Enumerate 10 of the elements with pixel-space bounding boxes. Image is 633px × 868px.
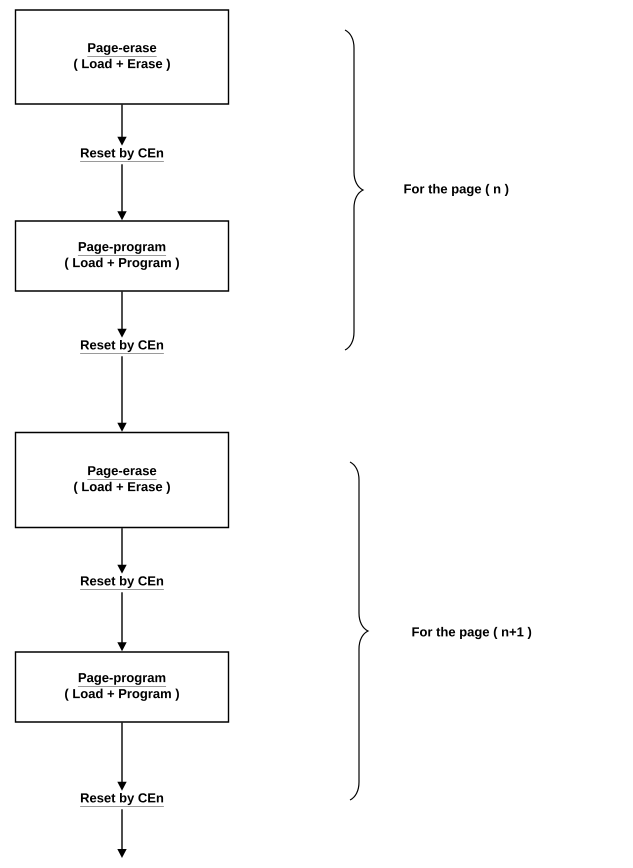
brace-label: For the page ( n+1 )	[412, 626, 532, 640]
brace-label: For the page ( n )	[404, 184, 508, 196]
step-text: Reset by CEn	[80, 576, 164, 590]
process-box: Page-program ( Load + Program )	[14, 651, 230, 723]
step-text: Reset by CEn	[80, 148, 164, 162]
process-box: Page-program ( Load + Program )	[14, 220, 230, 292]
process-box: Page-erase ( Load + Erase )	[14, 9, 230, 105]
step-text: Reset by CEn	[80, 792, 164, 807]
step-text: Reset by CEn	[80, 340, 164, 354]
process-box: Page-erase ( Load + Erase )	[14, 432, 230, 528]
